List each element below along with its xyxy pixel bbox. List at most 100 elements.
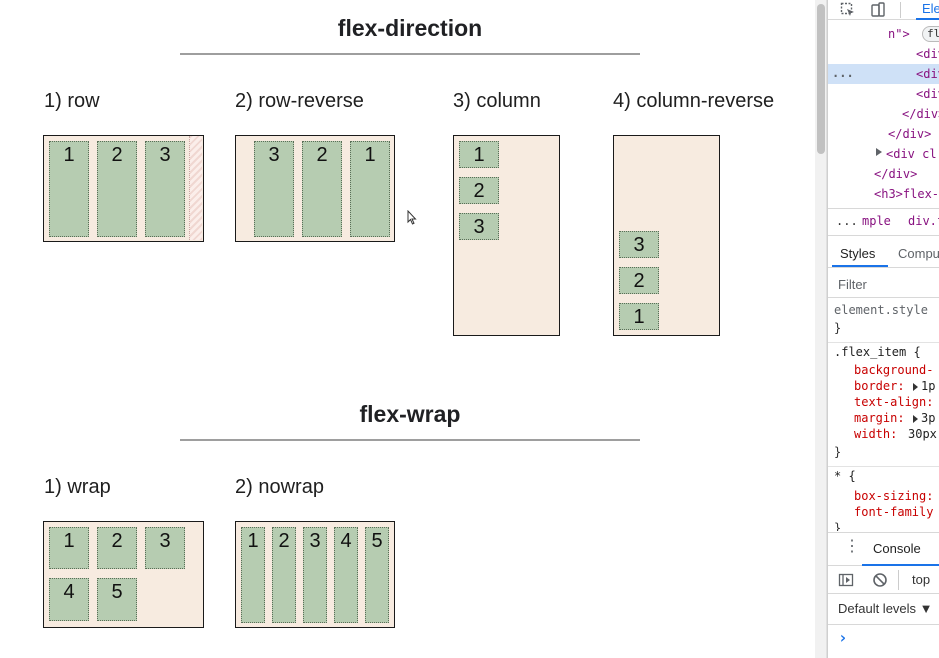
style-rules: element.style } .flex_item { background-… [828, 300, 939, 532]
flex-item[interactable]: 1 [619, 303, 659, 330]
dom-line[interactable]: <div [916, 47, 939, 61]
example-label-column-reverse: 4) column-reverse [613, 90, 775, 112]
css-property[interactable]: width: [854, 427, 898, 441]
flex-item[interactable]: 2 [97, 141, 137, 237]
css-property[interactable]: text-align: [854, 395, 934, 409]
filter-placeholder: Filter [838, 277, 867, 292]
log-levels-dropdown[interactable]: Default levels ▼ [838, 601, 933, 616]
styles-filter-input[interactable]: Filter [828, 270, 939, 298]
flex-item[interactable]: 5 [365, 527, 389, 623]
css-value[interactable]: 30px [908, 427, 937, 441]
css-property[interactable]: background- [854, 363, 934, 377]
section-divider [180, 53, 640, 55]
flex-container-column-reverse[interactable]: 3 2 1 [613, 135, 720, 336]
css-property[interactable]: box-sizing: [854, 489, 934, 503]
example-label-row-reverse: 2) row-reverse [235, 90, 364, 112]
dom-line[interactable]: </div> [902, 107, 939, 121]
flex-item[interactable]: 3 [459, 213, 499, 240]
flex-item[interactable]: 4 [49, 578, 89, 621]
flex-container-wrap[interactable]: 1 2 3 4 5 [43, 521, 204, 628]
flex-container-row[interactable]: 1 2 3 [43, 135, 204, 242]
rule-selector[interactable]: .flex_item { [834, 345, 921, 359]
dom-line-selected[interactable]: <div [916, 67, 939, 81]
flex-item[interactable]: 3 [145, 141, 185, 237]
devtools-toolbar: Ele [828, 0, 939, 20]
dom-tree: n"> fle <div ... <div <div </div> </div>… [828, 20, 939, 208]
flex-item[interactable]: 5 [97, 578, 137, 621]
flex-item[interactable]: 2 [459, 177, 499, 204]
context-selector[interactable]: top [912, 572, 931, 587]
rule-brace: } [834, 445, 842, 459]
flex-container-nowrap[interactable]: 1 2 3 4 5 [235, 521, 395, 628]
expand-triangle-icon[interactable] [913, 415, 918, 423]
flex-item[interactable]: 3 [145, 527, 185, 569]
tab-styles[interactable]: Styles [840, 246, 876, 261]
flex-item[interactable]: 4 [334, 527, 358, 623]
flex-container-row-reverse[interactable]: 3 2 1 [235, 135, 395, 242]
scrollbar-thumb[interactable] [817, 4, 825, 154]
dom-line[interactable]: n"> [888, 27, 910, 41]
breadcrumb-item[interactable]: div.fle [908, 214, 939, 228]
dom-line[interactable]: <div [916, 87, 939, 101]
rule-divider [828, 342, 939, 343]
dom-line[interactable]: </div> [874, 167, 918, 181]
flex-container-column[interactable]: 1 2 3 [453, 135, 560, 336]
drawer-menu-icon[interactable]: ⋮ [844, 538, 860, 555]
dom-line[interactable]: <div cl [886, 147, 937, 161]
example-label-column: 3) column [453, 90, 541, 112]
flex-item[interactable]: 2 [97, 527, 137, 569]
flex-badge[interactable]: fle [922, 26, 939, 42]
toolbar-divider [898, 570, 899, 590]
tab-computed[interactable]: Compu [898, 246, 939, 261]
breadcrumb-ellipsis[interactable]: ... [836, 214, 858, 228]
tab-elements[interactable]: Ele [922, 1, 939, 16]
dom-line[interactable]: <h3>flex- [874, 187, 939, 201]
toolbar-divider [900, 2, 901, 18]
flex-item[interactable]: 1 [459, 141, 499, 168]
flex-item[interactable]: 2 [272, 527, 296, 623]
flex-item[interactable]: 2 [619, 267, 659, 294]
clear-console-icon[interactable] [872, 572, 888, 588]
flex-item[interactable]: 1 [241, 527, 265, 623]
active-tab-indicator [832, 265, 888, 267]
console-toolbar: top [828, 566, 939, 594]
drawer-tabbar: ⋮ Console [828, 532, 939, 566]
flex-item[interactable]: 2 [302, 141, 342, 237]
flex-item[interactable]: 1 [49, 527, 89, 569]
selected-dom-line[interactable] [828, 64, 939, 84]
flex-item[interactable]: 1 [49, 141, 89, 237]
sidebar-toggle-icon[interactable] [838, 572, 854, 588]
section-title-flex-wrap: flex-wrap [359, 401, 461, 427]
mouse-cursor-icon [407, 210, 417, 225]
flex-item[interactable]: 3 [303, 527, 327, 623]
more-options-icon[interactable]: ... [832, 66, 854, 80]
breadcrumb: ... mple div.fle [828, 208, 939, 236]
devtools-panel: Ele n"> fle <div ... <div <div </div> </… [827, 0, 939, 658]
flex-item[interactable]: 1 [350, 141, 390, 237]
inspect-element-icon[interactable] [840, 2, 856, 18]
css-property[interactable]: margin: [854, 411, 905, 425]
css-value[interactable]: 3p [921, 411, 936, 425]
dom-line[interactable]: </div> [888, 127, 932, 141]
tab-console[interactable]: Console [873, 541, 921, 556]
page-scrollbar[interactable] [815, 0, 827, 658]
css-property[interactable]: font-family [854, 505, 934, 519]
css-value[interactable]: 1p [921, 379, 936, 393]
flex-item[interactable]: 3 [619, 231, 659, 258]
rule-selector[interactable]: * { [834, 469, 856, 483]
rule-brace: } [834, 521, 842, 531]
device-toolbar-icon[interactable] [870, 2, 886, 18]
expand-triangle-icon[interactable] [913, 383, 918, 391]
example-label-row: 1) row [44, 90, 100, 112]
free-space-highlight [189, 136, 202, 240]
console-prompt-icon[interactable]: › [838, 628, 848, 647]
page-content: flex-direction 1) row 2) row-reverse 3) … [43, 15, 775, 628]
expand-triangle-icon[interactable] [876, 148, 882, 156]
rule-brace: } [834, 321, 842, 335]
section-divider [180, 439, 640, 441]
flex-item[interactable]: 3 [254, 141, 294, 237]
section-title-flex-direction: flex-direction [337, 15, 483, 41]
breadcrumb-item[interactable]: mple [862, 214, 891, 228]
active-tab-indicator [916, 18, 939, 20]
css-property[interactable]: border: [854, 379, 905, 393]
